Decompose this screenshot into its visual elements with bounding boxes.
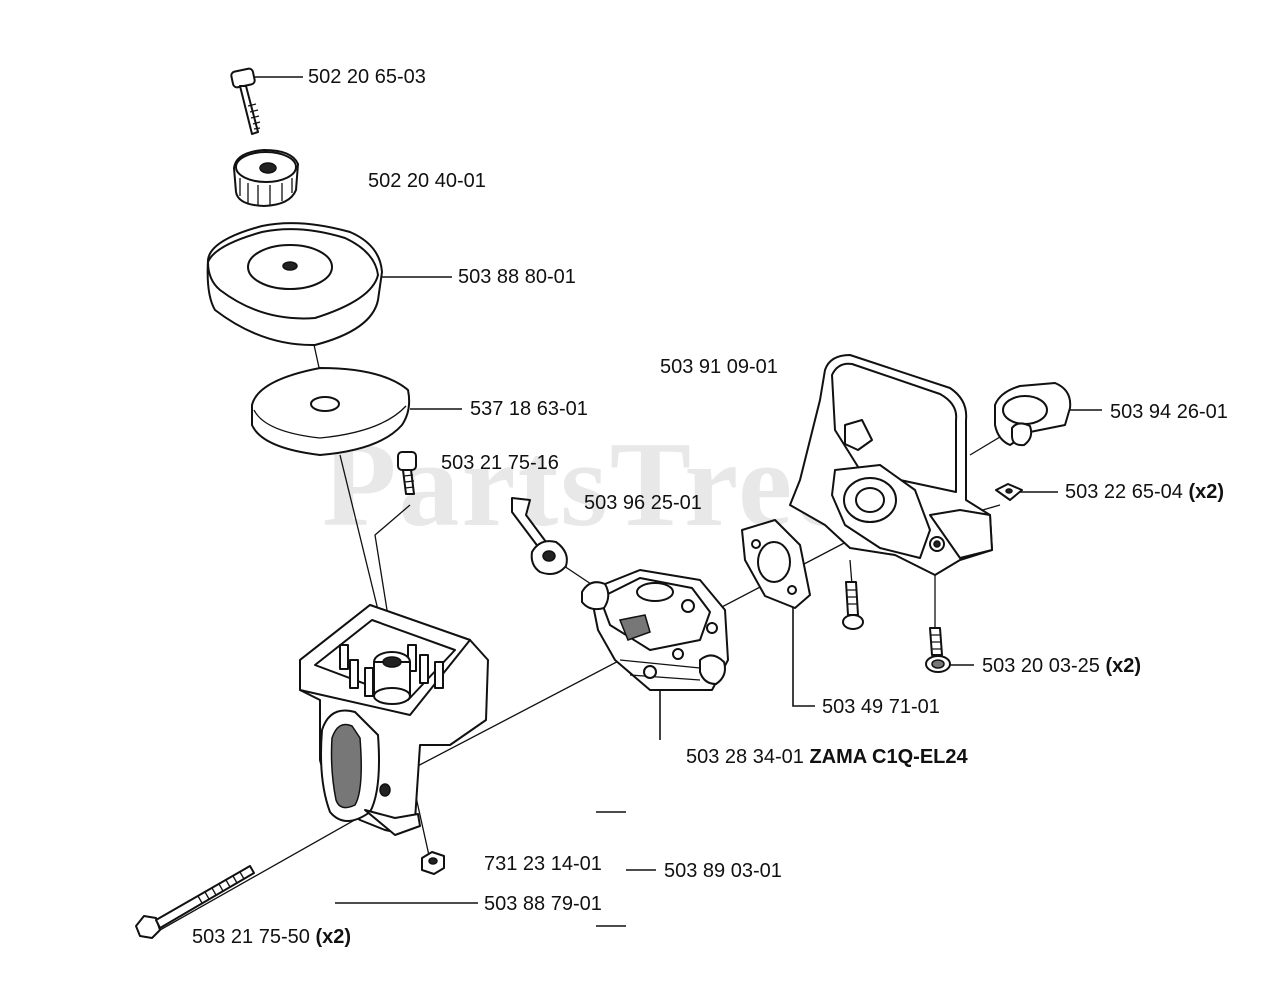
carburetor-code: 503 28 34-01 bbox=[686, 746, 804, 768]
label-grommet: 503 94 26-01 bbox=[1110, 401, 1228, 423]
choke-lever-part bbox=[511, 497, 568, 575]
label-top-bolt: 502 20 65-03 bbox=[308, 66, 426, 88]
nut-part bbox=[421, 851, 445, 875]
long-bolt-qty: (x2) bbox=[315, 926, 352, 948]
label-long-bolt: 503 21 75-50 (x2) bbox=[192, 926, 351, 948]
label-knob: 502 20 40-01 bbox=[368, 170, 486, 192]
right-screw-qty: (x2) bbox=[1105, 655, 1142, 677]
label-nut-plate: 503 22 65-04 (x2) bbox=[1065, 481, 1224, 503]
label-gasket: 503 49 71-01 bbox=[822, 696, 940, 718]
long-bolt-part bbox=[135, 865, 255, 939]
cover-part bbox=[206, 222, 383, 347]
label-choke-lever: 503 96 25-01 bbox=[584, 492, 702, 514]
right-screw-part bbox=[925, 627, 951, 673]
label-nut: 731 23 14-01 bbox=[484, 853, 602, 875]
long-bolt-code: 503 21 75-50 bbox=[192, 926, 310, 948]
label-holder: 503 91 09-01 bbox=[660, 356, 778, 378]
housing-part bbox=[299, 604, 489, 836]
label-housing: 503 88 79-01 bbox=[484, 893, 602, 915]
small-screw-part bbox=[397, 451, 417, 495]
label-filter: 537 18 63-01 bbox=[470, 398, 588, 420]
label-right-screw: 503 20 03-25 (x2) bbox=[982, 655, 1141, 677]
top-bolt-part bbox=[230, 67, 261, 135]
holder-screw-part bbox=[842, 581, 864, 630]
nut-plate-part bbox=[995, 483, 1023, 501]
carburetor-part bbox=[581, 569, 729, 691]
holder-part bbox=[789, 354, 993, 576]
filter-part bbox=[251, 367, 411, 456]
label-part-89: 503 89 03-01 bbox=[664, 860, 782, 882]
nut-plate-code: 503 22 65-04 bbox=[1065, 481, 1183, 503]
grommet-part bbox=[994, 382, 1072, 447]
gasket-part bbox=[741, 519, 811, 609]
label-carburetor: 503 28 34-01 ZAMA C1Q-EL24 bbox=[686, 746, 968, 768]
leader-lines bbox=[255, 76, 1102, 927]
label-cover: 503 88 80-01 bbox=[458, 266, 576, 288]
knob-part bbox=[233, 149, 299, 207]
label-small-screw: 503 21 75-16 bbox=[441, 452, 559, 474]
carburetor-model: ZAMA C1Q-EL24 bbox=[809, 746, 968, 768]
nut-plate-qty: (x2) bbox=[1188, 481, 1225, 503]
right-screw-code: 503 20 03-25 bbox=[982, 655, 1100, 677]
